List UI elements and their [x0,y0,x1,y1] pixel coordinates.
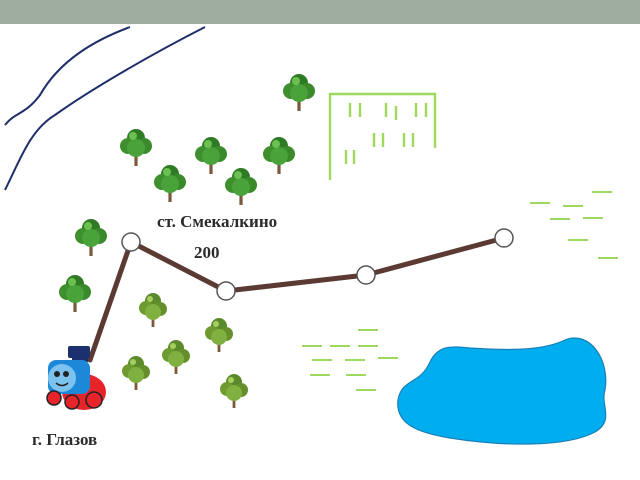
tree-icon [225,168,257,205]
station-node[interactable] [121,232,141,252]
tree-icon [220,374,248,408]
tree-icon [75,219,107,256]
tree-icon [195,137,227,174]
tree-icon [263,137,295,174]
station-label: ст. Смекалкино [157,212,278,231]
tree-icon [139,293,167,327]
tree-icon [154,165,186,202]
tree-icon [122,356,150,390]
grass-meadow-icon [530,191,618,259]
tree-icon [162,340,190,374]
tree-icon [59,275,91,312]
river-icon [4,26,206,191]
station-node[interactable] [356,265,376,285]
grass-meadow-icon [302,329,398,391]
top-bar [0,0,640,24]
tree-icon [205,318,233,352]
lake-icon [397,337,607,445]
fenced-field-icon [328,92,437,180]
cartoon-train-icon [46,346,106,410]
station-node[interactable] [494,228,514,248]
tree-icon [120,129,152,166]
station-node[interactable] [216,281,236,301]
distance-label: 200 [194,243,220,262]
tree-icon [283,74,315,111]
city-label: г. Глазов [32,430,98,449]
